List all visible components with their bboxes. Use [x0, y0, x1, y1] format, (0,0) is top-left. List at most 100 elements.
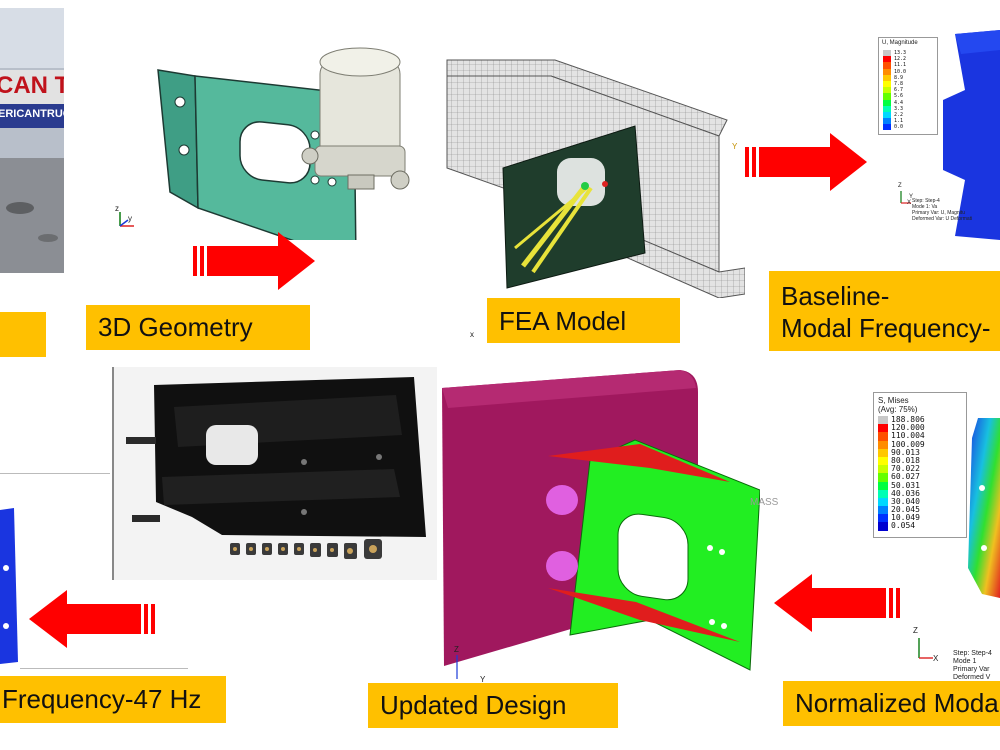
displacement-legend-row: 10.0 [883, 68, 933, 75]
stress-legend-value: 120.000 [891, 423, 925, 433]
stress-status-line: Primary Var [953, 666, 990, 673]
displacement-legend-swatch [883, 99, 891, 106]
stress-legend-value: 110.004 [891, 431, 925, 441]
stress-legend-row: 30.040 [878, 496, 964, 507]
stress-legend-row: 40.036 [878, 488, 964, 498]
displacement-legend-swatch [883, 118, 891, 125]
displacement-legend-value: 7.8 [894, 80, 904, 87]
stage-label-baseline: Baseline- Modal Frequency- [769, 271, 1000, 351]
displacement-legend-row: 7.8 [883, 80, 933, 88]
axis-triad-geometry: z y [112, 204, 142, 232]
displacement-legend-value: 3.3 [894, 105, 904, 112]
stress-legend-swatch [878, 506, 888, 515]
stage-label-normalized: Normalized Moda [783, 681, 1000, 726]
stress-legend-title-1: S, Mises [878, 396, 909, 405]
stress-legend-value: 90.013 [891, 447, 920, 457]
stress-legend-row: 50.031 [878, 480, 964, 490]
updated-triad-z-label: Z [454, 645, 459, 654]
stress-legend-value: 60.027 [891, 472, 920, 482]
baseline-label-line1: Baseline- [781, 281, 890, 311]
stress-status-line: Mode 1 [953, 658, 977, 665]
baseline-model [935, 30, 1000, 240]
baseline-triad-y-label: Y [909, 194, 914, 200]
stage-label-final: Frequency-47 Hz [0, 676, 226, 723]
stress-legend-swatch [878, 522, 888, 531]
displacement-legend-swatch [883, 111, 891, 119]
stress-legend-swatch [878, 440, 888, 449]
displacement-legend-swatch [883, 62, 891, 69]
stress-legend-swatch [878, 465, 888, 474]
displacement-legend-value: 0.0 [894, 124, 904, 131]
displacement-legend-row: 2.2 [883, 111, 933, 119]
displacement-legend-swatch [883, 105, 891, 112]
stage-label-geometry: 3D Geometry [86, 305, 310, 350]
displacement-status-line: Deformed Var: U Deformati [912, 216, 973, 222]
axis-triad-normalized: Z X [905, 626, 945, 668]
stress-legend-title-2: (Avg: 75%) [878, 405, 918, 414]
stress-legend-row: 100.009 [878, 439, 964, 449]
displacement-legend-swatch [883, 80, 891, 88]
stress-legend-value: 70.022 [891, 464, 920, 474]
displacement-legend-value: 2.2 [894, 111, 904, 118]
displacement-legend-value: 8.9 [894, 74, 904, 81]
stress-legend-value: 20.045 [891, 505, 920, 515]
stress-legend-row: 110.004 [878, 431, 964, 441]
stress-legend-value: 50.031 [891, 480, 920, 490]
displacement-legend-row: 1.1 [883, 118, 933, 125]
stress-legend-swatch [878, 456, 888, 466]
stage-label-photo [0, 312, 46, 357]
stress-legend-row: 0.054 [878, 521, 964, 531]
stress-legend-value: 30.040 [891, 496, 920, 506]
displacement-legend-value: 12.2 [894, 56, 907, 63]
stress-legend-value: 80.018 [891, 455, 920, 465]
stress-legend-value: 0.054 [891, 521, 916, 531]
displacement-legend-swatch [883, 87, 891, 94]
truck-photo: CAN TRU ERICANTRUCK.C [0, 8, 64, 273]
displacement-legend-swatch [883, 93, 891, 100]
displacement-status-line: Mode 1: Va [912, 204, 938, 210]
stress-legend-swatch [878, 432, 888, 441]
baseline-triad-x-label: X [907, 200, 912, 206]
flow-arrow-fea-to-baseline [745, 132, 870, 192]
stress-legend-row: 80.018 [878, 455, 964, 466]
normalized-triad-z-label: Z [913, 626, 918, 635]
normalized-model [968, 418, 1000, 598]
displacement-legend-swatch [883, 74, 891, 81]
prototype-photo [112, 367, 437, 580]
displacement-legend-row: 13.3 [883, 50, 933, 57]
displacement-legend-row: 4.4 [883, 99, 933, 106]
stress-legend-row: 10.049 [878, 514, 964, 523]
triad-z-label: z [115, 204, 119, 213]
displacement-legend-row: 5.6 [883, 93, 933, 100]
stress-legend-swatch [878, 481, 888, 490]
normalized-triad-x-label: X [933, 654, 939, 663]
mass-annotation: MASS [750, 497, 779, 508]
stage-label-fea: FEA Model [487, 298, 680, 343]
final-divider-bottom [20, 668, 188, 669]
displacement-legend-row: 0.0 [883, 124, 933, 131]
displacement-legend-swatch [883, 68, 891, 75]
stress-legend-swatch [878, 489, 888, 498]
displacement-legend-swatch [883, 56, 891, 63]
stress-legend-value: 100.009 [891, 439, 925, 449]
geometry-model [110, 40, 450, 264]
displacement-legend-value: 1.1 [894, 118, 904, 125]
stage-label-updated: Updated Design [368, 683, 618, 728]
displacement-status-line: Primary Var: U, Magnitu [912, 210, 965, 216]
displacement-legend-swatch [883, 124, 891, 131]
stress-legend-swatch [878, 497, 888, 507]
displacement-legend-row: 3.3 [883, 105, 933, 112]
stress-legend-row: 90.013 [878, 447, 964, 457]
stress-legend-row: 188.806 [878, 415, 964, 425]
sign-text-primary: CAN TRU [0, 72, 64, 99]
displacement-legend-value: 5.6 [894, 93, 904, 100]
displacement-legend-value: 13.3 [894, 50, 907, 56]
stress-legend-row: 20.045 [878, 505, 964, 515]
stress-legend-value: 40.036 [891, 488, 920, 498]
displacement-legend-row: 8.9 [883, 74, 933, 81]
fea-triad-x-label: x [470, 330, 474, 339]
